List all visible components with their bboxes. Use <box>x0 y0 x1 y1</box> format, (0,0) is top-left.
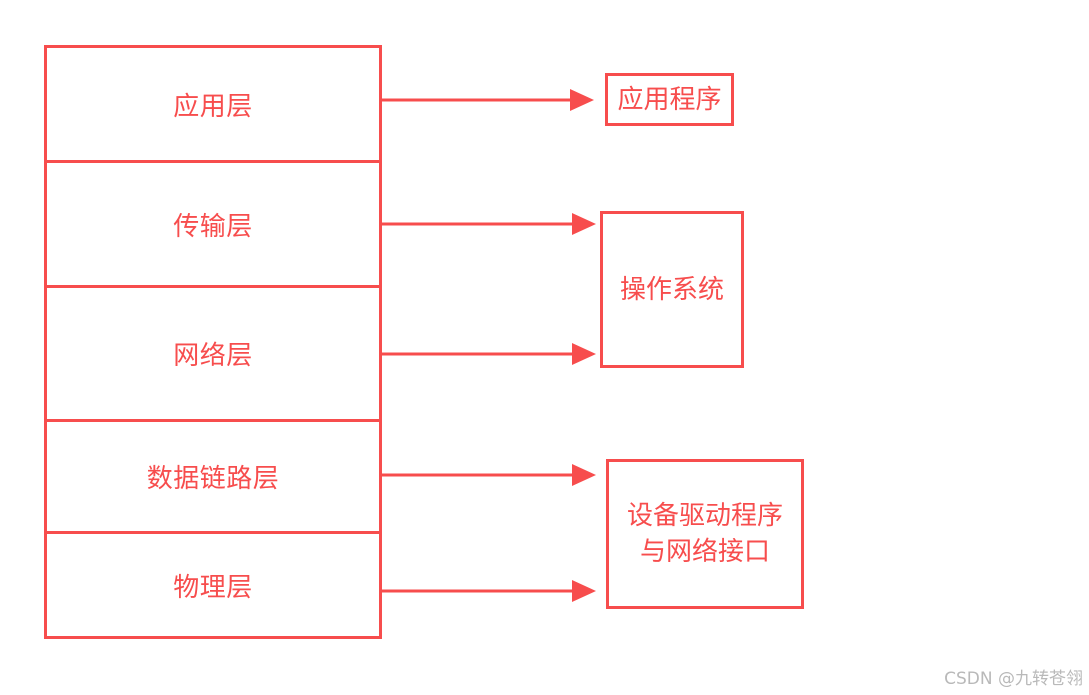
arrow-transport-to-os <box>382 213 596 235</box>
target-application-program: 应用程序 <box>605 73 734 126</box>
arrow-network-to-os <box>382 343 596 365</box>
layer-datalink-label: 数据链路层 <box>146 464 280 494</box>
watermark-text: CSDN @九转苍翎 <box>944 669 1083 689</box>
layer-physical-label: 物理层 <box>173 572 253 603</box>
target-device-driver: 设备驱动程序 与网络接口 <box>606 459 804 609</box>
target-operating-system-label: 操作系统 <box>619 274 724 305</box>
layer-physical: 物理层 <box>47 531 379 636</box>
target-application-program-label: 应用程序 <box>617 84 722 115</box>
layer-datalink: 数据链路层 <box>47 419 379 531</box>
arrow-application-to-app <box>382 89 594 111</box>
layer-network: 网络层 <box>47 285 379 419</box>
target-device-driver-label: 设备驱动程序 与网络接口 <box>626 501 783 567</box>
layer-network-label: 网络层 <box>173 341 253 371</box>
layer-application: 应用层 <box>47 48 379 160</box>
arrow-physical-to-driver <box>382 580 596 602</box>
layer-transport-label: 传输层 <box>173 211 253 242</box>
layer-stack: 应用层 传输层 网络层 数据链路层 物理层 <box>44 45 382 639</box>
arrow-datalink-to-driver <box>382 464 596 486</box>
target-operating-system: 操作系统 <box>600 211 744 368</box>
layer-application-label: 应用层 <box>173 91 253 122</box>
layer-transport: 传输层 <box>47 160 379 285</box>
